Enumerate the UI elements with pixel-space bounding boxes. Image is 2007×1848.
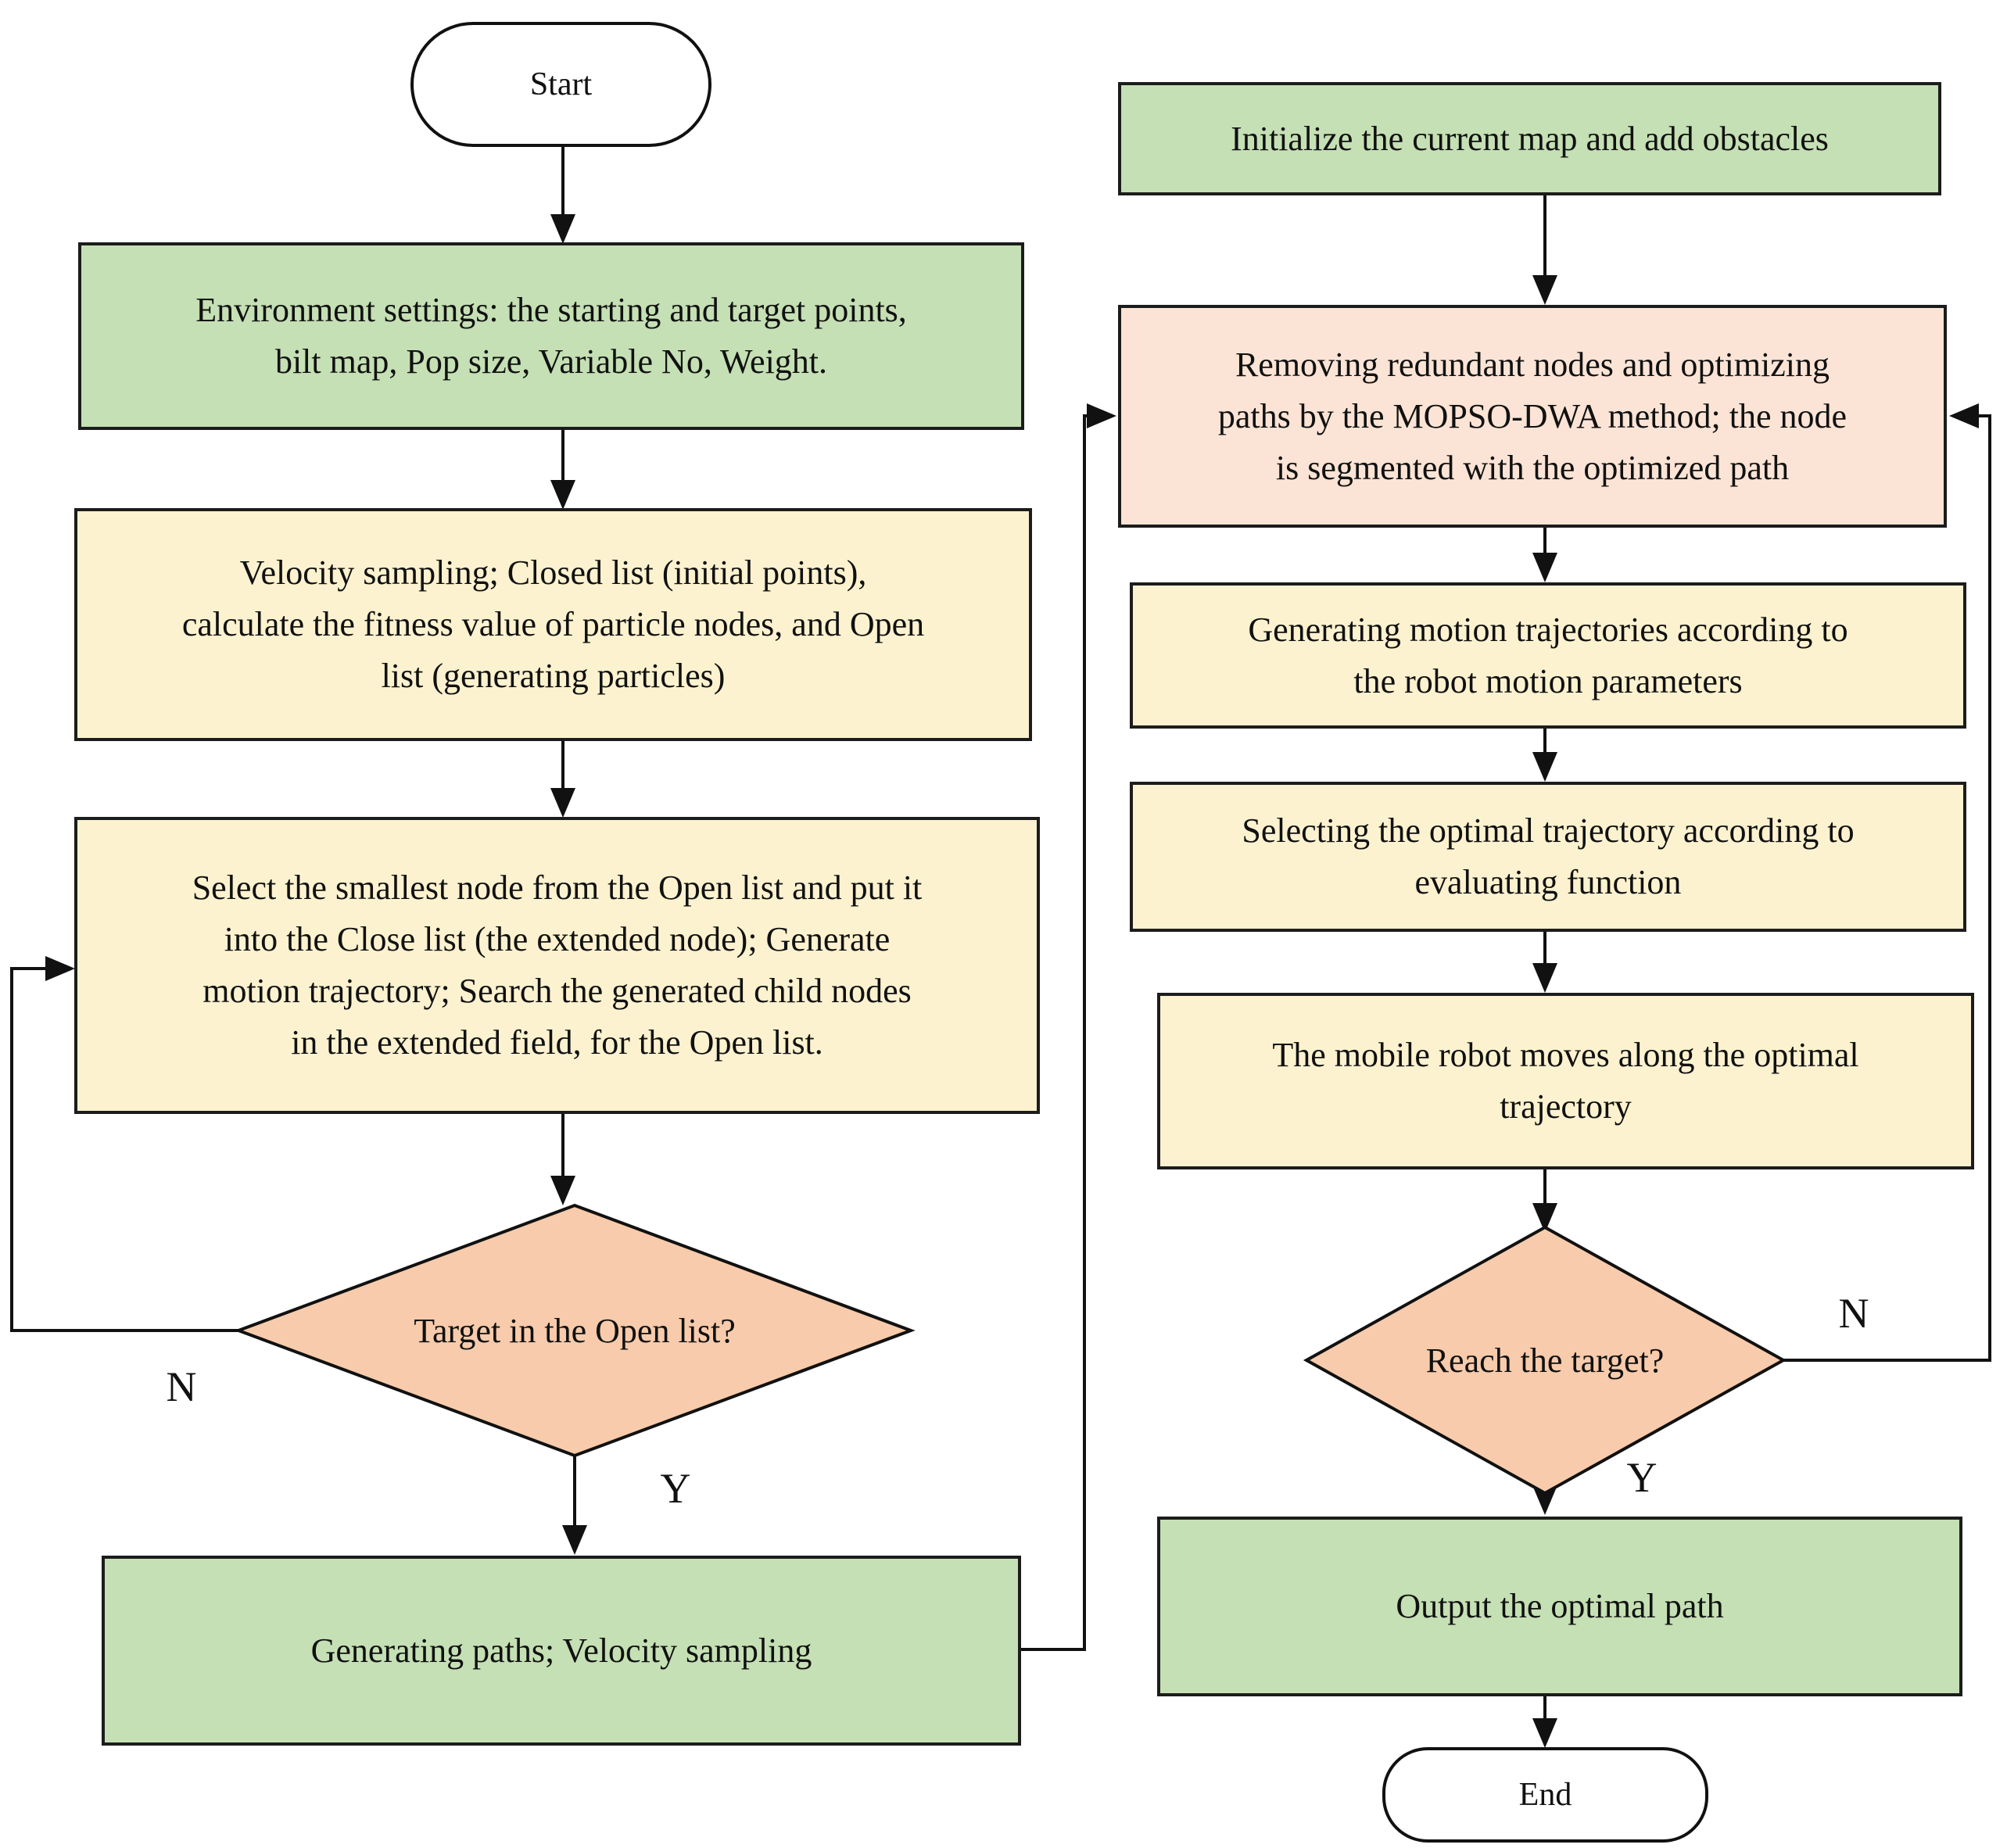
branch-label-yes-left: Y bbox=[629, 1460, 722, 1517]
branch-no-text: N bbox=[1838, 1290, 1869, 1337]
decision-target-in-open-list-label: Target in the Open list? bbox=[301, 1298, 848, 1363]
loop-decision-no-to-select bbox=[10, 967, 238, 1332]
end-terminator: End bbox=[1382, 1747, 1708, 1843]
arrowhead-down-icon bbox=[550, 214, 575, 244]
arrowhead-down-icon bbox=[550, 480, 575, 510]
arrowhead-down-icon bbox=[562, 1525, 587, 1555]
decision-target-in-open-list-text: Target in the Open list? bbox=[414, 1311, 736, 1350]
process-initialize-map: Initialize the current map and add obsta… bbox=[1118, 82, 1941, 195]
process-removing-redundant-nodes: Removing redundant nodes and optimizing … bbox=[1118, 305, 1947, 528]
arrowhead-down-icon bbox=[1532, 1718, 1557, 1748]
process-select-smallest-node: Select the smallest node from the Open l… bbox=[74, 817, 1040, 1114]
process-generating-paths-label: Generating paths; Velocity sampling bbox=[310, 1631, 812, 1670]
process-environment-settings: Environment settings: the starting and t… bbox=[78, 242, 1024, 430]
arrowhead-right-icon bbox=[45, 956, 75, 981]
start-label: Start bbox=[529, 66, 593, 102]
start-terminator: Start bbox=[410, 22, 711, 147]
branch-no-text: N bbox=[166, 1363, 197, 1410]
process-velocity-sampling: Velocity sampling; Closed list (initial … bbox=[74, 508, 1032, 741]
process-generating-motion-trajectories: Generating motion trajectories according… bbox=[1130, 582, 1966, 729]
arrowhead-down-icon bbox=[1532, 1485, 1557, 1515]
arrowhead-down-icon bbox=[550, 1176, 575, 1205]
process-select-smallest-node-label: Select the smallest node from the Open l… bbox=[192, 868, 923, 1062]
decision-reach-target-label: Reach the target? bbox=[1310, 1329, 1779, 1391]
branch-label-yes-right: Y bbox=[1595, 1449, 1689, 1506]
process-output-optimal-path: Output the optimal path bbox=[1157, 1517, 1962, 1696]
process-robot-moves: The mobile robot moves along the optimal… bbox=[1157, 993, 1974, 1169]
process-robot-moves-label: The mobile robot moves along the optimal… bbox=[1272, 1036, 1859, 1126]
arrowhead-down-icon bbox=[1532, 963, 1557, 993]
process-selecting-optimal-trajectory-label: Selecting the optimal trajectory accordi… bbox=[1242, 811, 1855, 901]
arrowhead-down-icon bbox=[550, 788, 575, 818]
branch-label-no-right: N bbox=[1807, 1285, 1901, 1341]
arrowheads bbox=[45, 214, 1979, 1748]
decision-reach-target-diamond bbox=[1303, 1225, 1787, 1495]
arrowhead-down-icon bbox=[1532, 1203, 1557, 1233]
process-output-optimal-path-label: Output the optimal path bbox=[1396, 1587, 1724, 1625]
arrowhead-down-icon bbox=[1532, 553, 1557, 582]
arrowhead-left-icon bbox=[1949, 403, 1979, 428]
connector-generating-to-removing bbox=[1021, 414, 1087, 1651]
process-selecting-optimal-trajectory: Selecting the optimal trajectory accordi… bbox=[1130, 782, 1966, 932]
process-generating-paths: Generating paths; Velocity sampling bbox=[102, 1556, 1021, 1746]
decision-target-in-open-list-diamond bbox=[234, 1203, 916, 1458]
branch-label-no-left: N bbox=[134, 1359, 228, 1415]
connector-lines bbox=[10, 147, 1991, 1719]
end-label: End bbox=[1518, 1777, 1572, 1813]
process-generating-motion-trajectories-label: Generating motion trajectories according… bbox=[1248, 610, 1848, 700]
process-initialize-map-label: Initialize the current map and add obsta… bbox=[1231, 119, 1829, 158]
arrowhead-down-icon bbox=[1532, 752, 1557, 782]
decision-reach-target-text: Reach the target? bbox=[1425, 1341, 1665, 1380]
arrowhead-down-icon bbox=[1532, 275, 1557, 305]
process-environment-settings-label: Environment settings: the starting and t… bbox=[195, 291, 907, 381]
process-velocity-sampling-label: Velocity sampling; Closed list (initial … bbox=[181, 553, 925, 695]
process-removing-redundant-nodes-label: Removing redundant nodes and optimizing … bbox=[1217, 345, 1848, 487]
branch-yes-text: Y bbox=[660, 1465, 691, 1512]
arrowhead-right-icon bbox=[1087, 403, 1116, 428]
loop-decision2-no-to-removing bbox=[1783, 414, 1991, 1362]
branch-yes-text: Y bbox=[1626, 1454, 1658, 1501]
